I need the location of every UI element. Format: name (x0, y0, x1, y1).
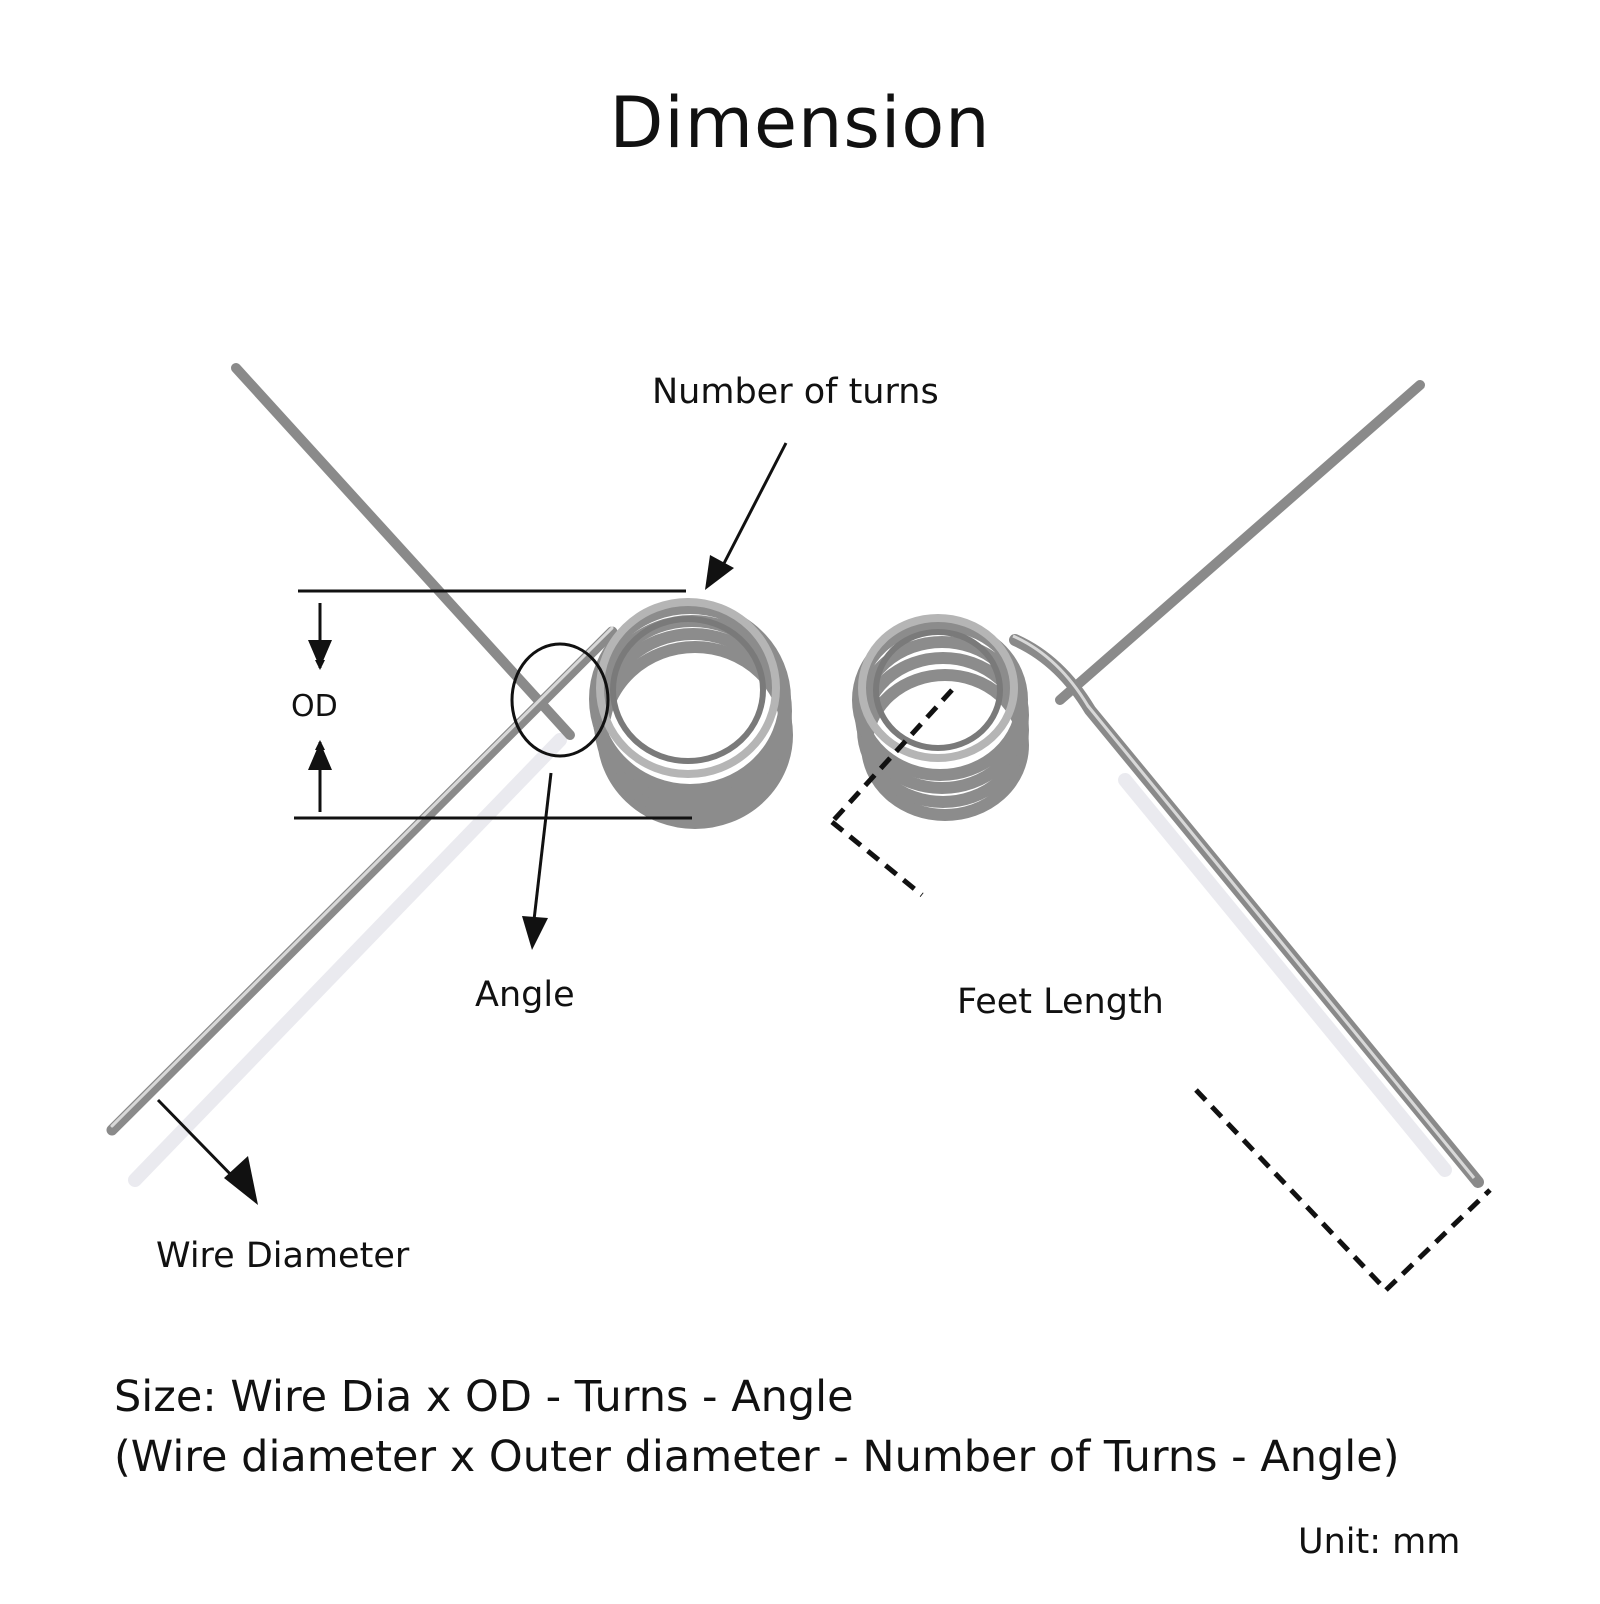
right-spring-coil (852, 614, 1029, 821)
feet-length-label: Feet Length (957, 982, 1164, 1022)
od-label: OD (291, 689, 338, 724)
feet-length-markers (830, 688, 1492, 1292)
wire-shadows (128, 733, 1452, 1187)
wire-diameter-arrow (156, 1098, 258, 1205)
size-format-line: Size: Wire Dia x OD - Turns - Angle (114, 1372, 854, 1422)
right-spring-bent-leg (1009, 634, 1484, 1188)
turns-arrow (705, 442, 788, 590)
wire-diameter-label: Wire Diameter (156, 1236, 410, 1276)
unit-label: Unit: mm (1298, 1522, 1461, 1562)
page-title: Dimension (609, 82, 991, 164)
left-spring-lower-leg (106, 626, 618, 1136)
od-arrow-up-head (308, 742, 332, 770)
left-spring (106, 363, 793, 1136)
left-spring-upper-leg (231, 363, 575, 740)
angle-marker (510, 642, 610, 950)
angle-label: Angle (475, 975, 575, 1015)
size-format-explanation: (Wire diameter x Outer diameter - Number… (114, 1432, 1400, 1482)
left-spring-coil (589, 598, 793, 829)
od-arrow-down-head (308, 640, 332, 668)
right-spring-upper-leg (1055, 380, 1425, 705)
right-spring (852, 380, 1484, 1188)
number-of-turns-label: Number of turns (652, 372, 939, 412)
